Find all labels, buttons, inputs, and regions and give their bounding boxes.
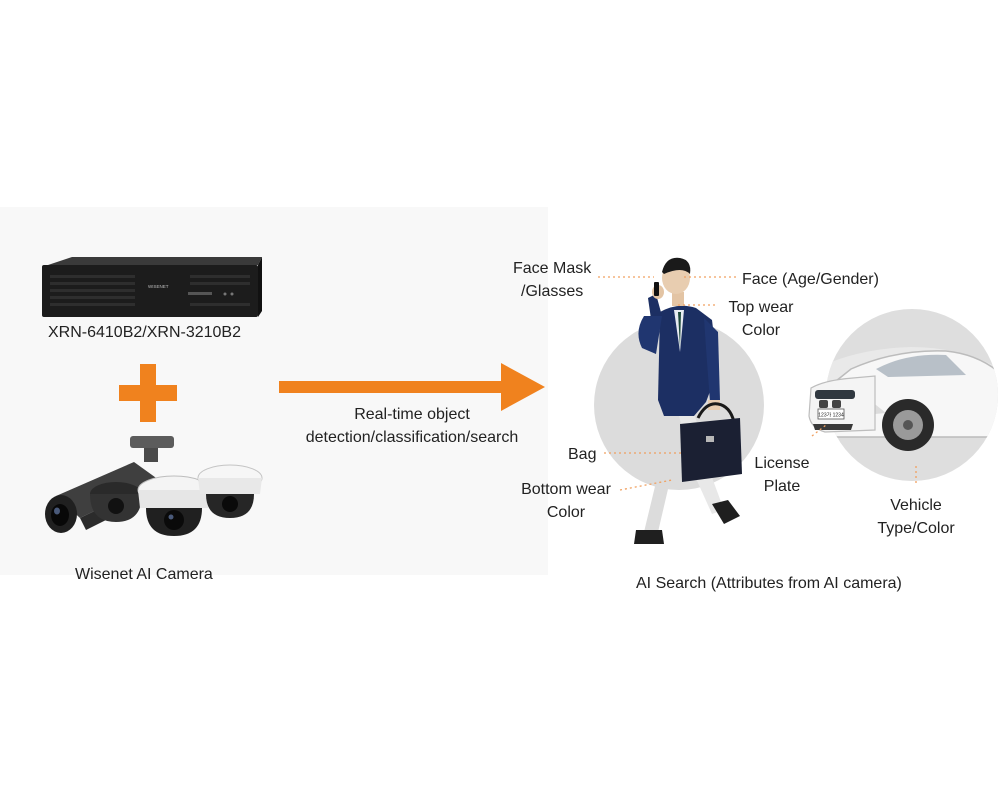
face-label: Face (Age/Gender) bbox=[742, 271, 879, 288]
ai-cameras-image bbox=[45, 436, 263, 536]
bottom-wear-label-line2: Color bbox=[546, 504, 586, 521]
license-plate-text: 123가 1234 bbox=[818, 412, 844, 419]
walking-person-image bbox=[634, 257, 742, 544]
ai-search-caption: AI Search (Attributes from AI camera) bbox=[636, 575, 902, 592]
white-dome-camera-back bbox=[197, 464, 263, 518]
vehicle-front-image: 123가 1234 bbox=[808, 375, 876, 433]
flow-arrow bbox=[279, 363, 545, 411]
bag-label: Bag bbox=[568, 446, 597, 463]
arrow-label-line2: detection/classification/search bbox=[305, 429, 519, 446]
top-wear-label-line2: Color bbox=[741, 322, 781, 339]
plus-icon bbox=[119, 364, 177, 422]
top-wear-label-line1: Top wear bbox=[728, 299, 794, 316]
arrow-label-line1: Real-time object bbox=[354, 406, 470, 423]
nvr-brand-logo: WISENET bbox=[148, 284, 169, 289]
vehicle-label-line2: Type/Color bbox=[877, 520, 955, 537]
license-plate-label-line1: License bbox=[754, 455, 810, 472]
vehicle-label-line1: Vehicle bbox=[890, 497, 942, 514]
white-dome-camera-front bbox=[137, 475, 211, 536]
nvr-model-label: XRN-6410B2/XRN-3210B2 bbox=[48, 324, 241, 341]
nvr-device-image: WISENET bbox=[42, 257, 262, 317]
license-plate-label-line2: Plate bbox=[763, 478, 801, 495]
face-mask-label-line2: /Glasses bbox=[521, 283, 584, 300]
gray-dome-camera bbox=[90, 482, 142, 522]
camera-label: Wisenet AI Camera bbox=[75, 566, 213, 583]
bottom-wear-label-line1: Bottom wear bbox=[521, 481, 611, 498]
face-mask-label-line1: Face Mask bbox=[513, 260, 592, 277]
